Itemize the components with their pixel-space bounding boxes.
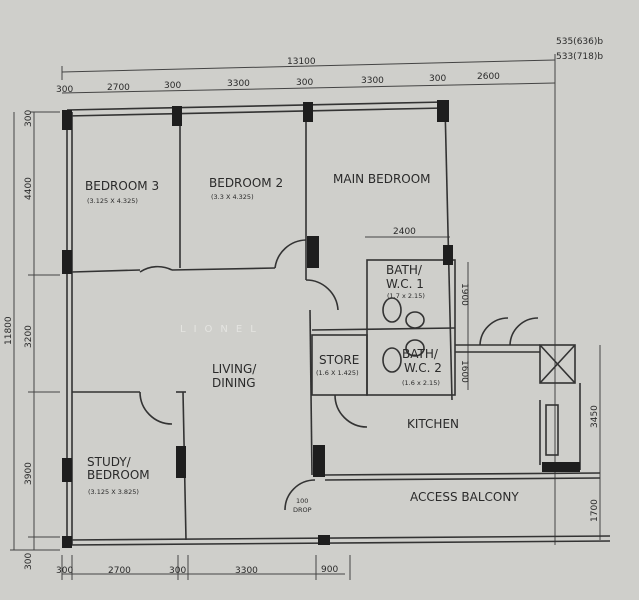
- room-bedroom2: BEDROOM 2: [209, 176, 283, 190]
- room-kitchen: KITCHEN: [407, 417, 459, 431]
- drop-label: 100: [296, 497, 308, 505]
- reference-2: 533(718)b: [556, 52, 603, 62]
- dim-left: 4400: [24, 177, 34, 200]
- room-living-line2: DINING: [212, 376, 256, 390]
- room-bath1-size: (1.7 x 2.15): [387, 292, 425, 300]
- room-living: LIVING/: [212, 362, 257, 376]
- room-study: STUDY/: [87, 455, 132, 469]
- dim-bottom: 2700: [108, 566, 131, 576]
- dim-left-total: 11800: [4, 316, 14, 345]
- dim-top-total: 13100: [287, 57, 316, 67]
- dim-bottom: 900: [321, 565, 338, 575]
- room-access-balcony: ACCESS BALCONY: [410, 490, 519, 504]
- dim-bath1-height: 1900: [459, 283, 469, 306]
- reference-1: 535(636)b: [556, 37, 603, 47]
- dim-bottom: 300: [169, 566, 186, 576]
- dim-top: 2700: [107, 83, 130, 93]
- room-bath1: BATH/: [386, 263, 423, 277]
- room-bath2-size: (1.6 x 2.15): [402, 379, 440, 387]
- dimension-lines: [10, 54, 601, 580]
- room-bath2-line2: W.C. 2: [404, 361, 442, 375]
- room-study-size: (3.125 X 3.825): [88, 488, 139, 496]
- dim-bottom: 3300: [235, 566, 258, 576]
- dim-top: 300: [164, 81, 181, 91]
- watermark: LIONEL: [180, 324, 264, 335]
- room-bedroom3-size: (3.125 X 4.325): [87, 197, 138, 205]
- dim-bath2-height: 1600: [459, 360, 469, 383]
- dim-top: 300: [296, 78, 313, 88]
- walls: [66, 101, 611, 546]
- dim-top: 2600: [477, 72, 500, 82]
- columns: [62, 100, 580, 548]
- room-bath2: BATH/: [402, 347, 439, 361]
- dim-right: 3450: [590, 405, 600, 428]
- dim-right: 1700: [590, 499, 600, 522]
- dim-top: 3300: [361, 76, 384, 86]
- room-main-bedroom: MAIN BEDROOM: [333, 172, 431, 186]
- dim-top: 300: [56, 85, 73, 95]
- dim-left: 300: [24, 110, 34, 127]
- room-store: STORE: [319, 353, 359, 367]
- dim-left: 300: [24, 553, 34, 570]
- room-bedroom2-size: (3.3 X 4.325): [211, 193, 254, 201]
- dim-left: 3900: [24, 462, 34, 485]
- room-store-size: (1.6 X 1.425): [316, 369, 359, 377]
- drop-label-line2: DROP: [293, 506, 312, 514]
- room-bedroom3: BEDROOM 3: [85, 179, 159, 193]
- dim-bath-width: 2400: [393, 227, 416, 237]
- dim-bottom: 300: [56, 566, 73, 576]
- dim-top: 3300: [227, 79, 250, 89]
- room-study-line2: BEDROOM: [87, 468, 150, 482]
- dim-left: 3200: [24, 325, 34, 348]
- room-bath1-line2: W.C. 1: [386, 277, 424, 291]
- dim-top: 300: [429, 74, 446, 84]
